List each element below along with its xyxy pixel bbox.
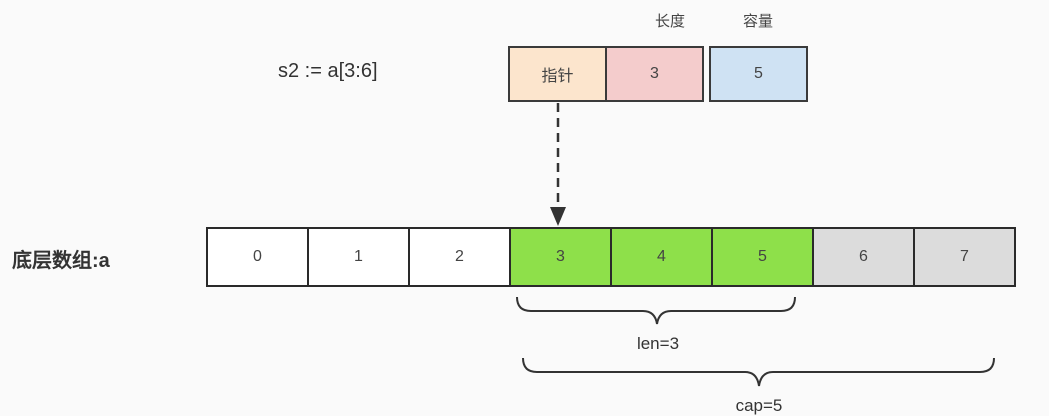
length-column-title: 长度 [654,13,685,30]
length-field-value: 3 [650,65,659,82]
capacity-field: 5 [709,46,808,102]
array-cell-value: 2 [455,248,464,265]
capacity-column-title: 容量 [742,13,773,30]
array-cell-value: 7 [960,248,969,265]
array-cell-value: 6 [859,248,868,265]
array-cell-value: 1 [354,248,363,265]
len-brace [516,296,796,325]
cap-brace [522,357,995,387]
cap-label: cap=5 [735,396,783,415]
array-cell-value: 5 [758,248,767,265]
length-field: 3 [605,46,704,102]
array-cell: 5 [713,229,814,285]
len-label: len=3 [636,334,680,353]
array-cell: 7 [915,229,1014,285]
array-cell: 0 [208,229,309,285]
array-cell-value: 4 [657,248,666,265]
pointer-arrow-head [550,207,566,226]
array-cell-value: 3 [556,248,565,265]
pointer-field: 指针 [508,46,607,102]
array-cell: 2 [410,229,511,285]
array-cell: 1 [309,229,410,285]
underlying-array: 0 1 2 3 4 5 6 7 [206,227,1016,287]
pointer-field-label: 指针 [541,68,574,85]
slice-expression: s2 := a[3:6] [278,60,378,82]
array-cell: 6 [814,229,915,285]
array-cell: 3 [511,229,612,285]
array-cell: 4 [612,229,713,285]
capacity-field-value: 5 [754,65,763,82]
underlying-array-label: 底层数组:a [12,250,110,272]
array-cell-value: 0 [253,248,262,265]
